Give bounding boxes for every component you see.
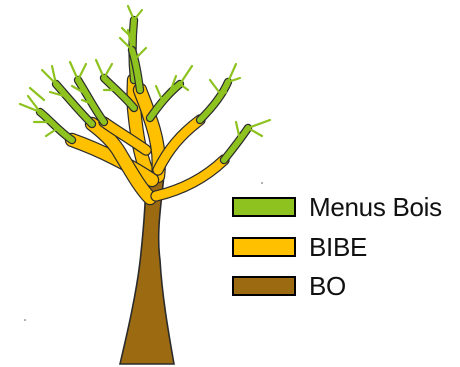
menus-bois-twigs [20, 6, 270, 160]
legend-item-bo: BO [232, 274, 460, 300]
menus-bois-twig [248, 120, 270, 128]
speck [261, 182, 263, 184]
legend-label-bo: BO [309, 272, 346, 300]
menus-bois-twig [156, 86, 162, 100]
menus-bois-twig [78, 64, 86, 80]
menus-bois-tip [40, 112, 72, 140]
menus-bois-twig [70, 62, 78, 80]
speck [24, 319, 26, 321]
menus-bois-twig [180, 66, 192, 84]
menus-bois-tip [200, 82, 228, 120]
legend-swatch-menus-bois [232, 197, 296, 217]
menus-bois-tip [224, 128, 248, 160]
legend-swatch-bo [232, 276, 296, 296]
bibe-branches [72, 80, 224, 198]
menus-bois-tip [150, 84, 180, 118]
menus-bois-twig [134, 10, 142, 20]
menus-bois-twig [104, 64, 112, 78]
menus-bois-twig [210, 80, 222, 96]
menus-bois-twig [96, 60, 104, 78]
legend-label-menus-bois: Menus Bois [309, 193, 442, 221]
legend-label-bibe: BIBE [309, 233, 367, 261]
legend-item-menus-bois: Menus Bois [232, 195, 460, 221]
legend-swatch-bibe [232, 237, 296, 257]
menus-bois-twig [30, 88, 44, 100]
legend-item-bibe: BIBE [232, 235, 460, 261]
